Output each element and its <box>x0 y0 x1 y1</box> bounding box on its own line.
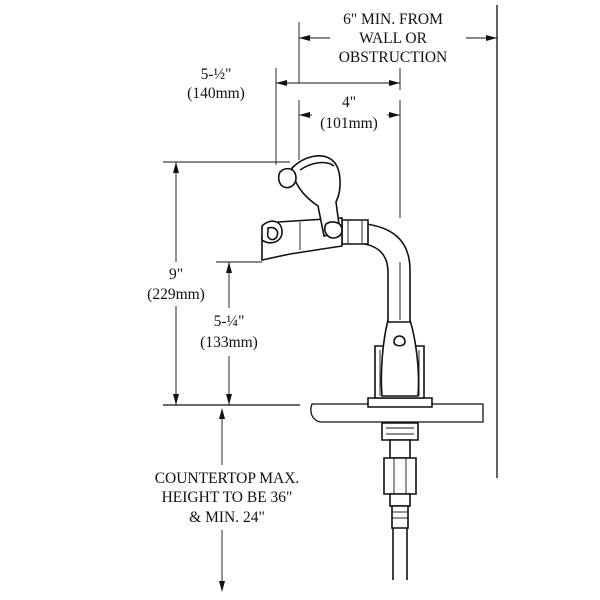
handle-reach-metric: (140mm) <box>187 85 245 102</box>
wall-clearance-line2: WALL OR <box>359 30 428 47</box>
faucet-riser <box>355 222 411 323</box>
faucet-handle <box>277 155 343 239</box>
wall-clearance-line1: 6" MIN. FROM <box>343 11 443 28</box>
total-height-metric: (229mm) <box>147 286 205 303</box>
dim-handle-reach <box>275 68 401 165</box>
faucet-base <box>367 319 433 408</box>
total-height-imperial: 9" <box>169 266 183 283</box>
dim-wall-clearance <box>298 22 497 83</box>
countertop-note-line3: & MIN. 24" <box>189 509 265 526</box>
handle-reach-imperial: 5-½" <box>201 66 232 83</box>
countertop-note-line1: COUNTERTOP MAX. <box>155 470 300 487</box>
countertop <box>163 403 484 423</box>
spout-reach-imperial: 4" <box>342 94 356 111</box>
countertop-note-line2: HEIGHT TO BE 36" <box>162 489 293 506</box>
spout-reach-metric: (101mm) <box>320 115 378 132</box>
wall-clearance-line3: OBSTRUCTION <box>339 49 448 66</box>
faucet-spout <box>261 217 343 261</box>
dim-spout-height <box>216 261 262 405</box>
dim-total-height <box>163 161 290 405</box>
dim-countertop-height <box>219 408 225 592</box>
dim-spout-reach <box>298 100 401 218</box>
riser-collar <box>341 219 369 245</box>
spout-height-metric: (133mm) <box>200 334 258 351</box>
spout-height-imperial: 5-¼" <box>214 313 245 330</box>
supply-assembly <box>381 422 419 580</box>
